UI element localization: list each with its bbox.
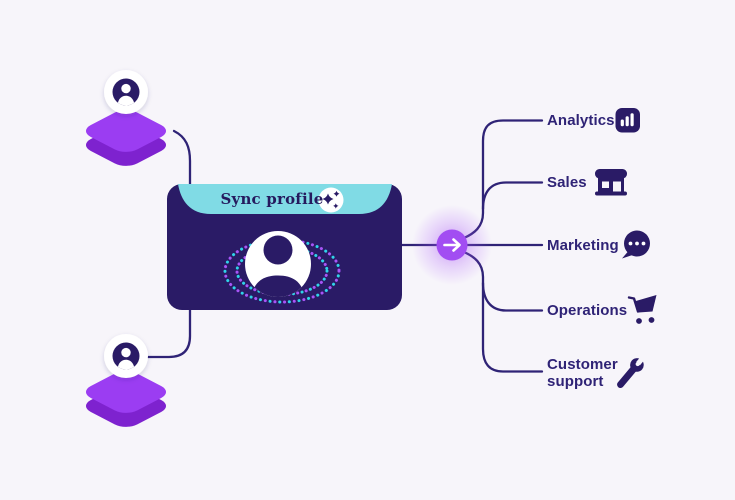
- sync-profile-card: [167, 184, 402, 310]
- destination-label-operations: Operations: [547, 302, 628, 319]
- destination-label-analytics: Analytics: [547, 112, 615, 129]
- source-platform-top: [85, 70, 167, 166]
- chat-bubble-icon: [622, 230, 650, 259]
- user-icon: [251, 235, 305, 297]
- arrow-right-icon: [443, 238, 461, 252]
- connector-operations: [481, 281, 544, 312]
- profile-avatar: [245, 231, 311, 297]
- card-title: Sync profile: [220, 190, 324, 208]
- destination-icons: [595, 108, 657, 388]
- bar-chart-icon: [615, 108, 640, 133]
- platform-top-face: [85, 110, 167, 152]
- destination-label-customer-support: Customer support: [547, 356, 618, 390]
- wrench-icon: [617, 355, 646, 388]
- storefront-icon: [595, 169, 627, 196]
- sparkles-icon: [318, 187, 344, 213]
- sync-hub: [412, 205, 492, 285]
- connector-sales: [481, 181, 544, 211]
- platform-top-face: [85, 371, 167, 413]
- destination-label-marketing: Marketing: [547, 236, 619, 254]
- connector-source-top: [172, 129, 192, 188]
- destination-label-sales: Sales: [547, 174, 587, 191]
- connector-source-bottom: [146, 306, 192, 359]
- shopping-cart-icon: [627, 295, 657, 324]
- source-platform-bottom: [85, 334, 167, 427]
